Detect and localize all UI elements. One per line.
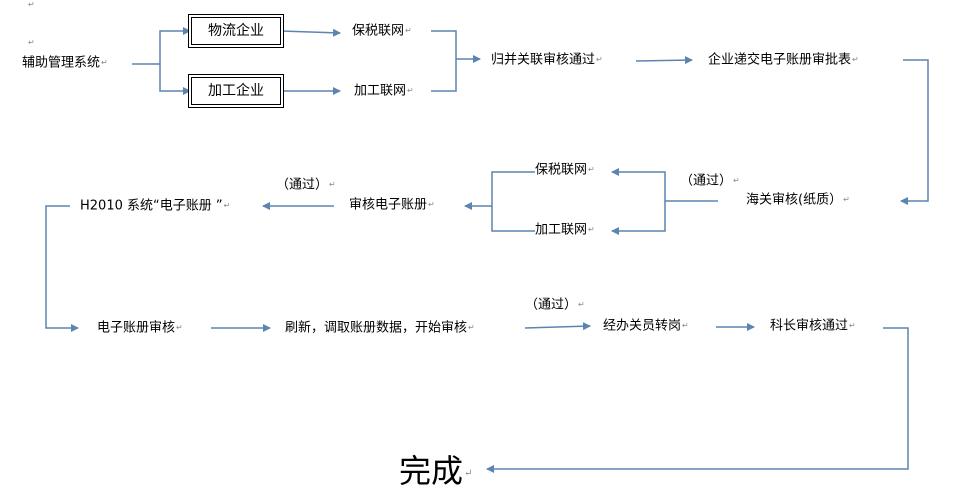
connector-customs-split-2 xyxy=(611,201,666,235)
node-aux-system: 辅助管理系统↵ xyxy=(22,54,108,73)
node-review-ebook: 审核电子账册↵ xyxy=(349,196,435,215)
return-mark: ↵ xyxy=(428,200,435,209)
node-customs-review: 海关审核(纸质）↵ xyxy=(746,191,850,210)
return-mark: ↵ xyxy=(101,58,108,67)
return-mark: ↵ xyxy=(28,0,35,9)
label-pass-2: （通过）↵ xyxy=(276,176,336,195)
return-mark: ↵ xyxy=(578,300,585,309)
node-label: 科长审核通过 xyxy=(770,318,849,334)
connector-chief-to-done xyxy=(486,327,909,473)
return-mark: ↵ xyxy=(464,467,473,479)
return-mark: ↵ xyxy=(733,176,740,185)
connector-refresh-to-officer xyxy=(524,322,591,331)
return-mark: ↵ xyxy=(682,321,689,330)
label-pass-3: （通过）↵ xyxy=(525,296,585,315)
node-done: 完成↵ xyxy=(399,453,472,492)
node-logistics-company: 物流企业 xyxy=(191,17,281,45)
return-mark: ↵ xyxy=(329,180,336,189)
node-processing-net-1: 加工联网↵ xyxy=(354,82,414,101)
return-mark: ↵ xyxy=(176,323,183,332)
node-h2010-system: H2010 系统“电子账册 ”↵ xyxy=(80,197,230,216)
node-label: 归并关联审核通过 xyxy=(491,52,596,68)
return-mark: ↵ xyxy=(468,323,475,332)
node-bonded-net-1: 保税联网↵ xyxy=(352,22,412,41)
connector-nets-merge-2 xyxy=(491,171,535,232)
label-pass-1: （通过）↵ xyxy=(680,172,740,191)
node-label: 保税联网 xyxy=(352,23,405,39)
node-label: 企业递交电子账册审批表 xyxy=(708,52,852,68)
node-label: 经办关员转岗 xyxy=(603,318,682,334)
node-refresh-data: 刷新，调取账册数据，开始审核↵ xyxy=(285,319,475,338)
return-mark: ↵ xyxy=(588,225,595,234)
node-label: （通过） xyxy=(525,297,578,313)
node-label: 加工联网 xyxy=(354,83,407,99)
return-mark: ↵ xyxy=(407,86,414,95)
node-processing-company: 加工企业 xyxy=(191,77,281,105)
return-mark: ↵ xyxy=(405,26,412,35)
node-officer-post: 经办关员转岗↵ xyxy=(603,317,689,336)
node-label: 刷新，调取账册数据，开始审核 xyxy=(285,320,468,336)
node-merge-review: 归并关联审核通过↵ xyxy=(491,51,603,70)
node-bonded-net-2: 保税联网↵ xyxy=(535,161,595,180)
connector-aux-to-companies xyxy=(132,27,191,65)
node-ebook-review: 电子账册审核↵ xyxy=(97,319,183,338)
node-label: 加工联网 xyxy=(535,222,588,238)
node-label: 电子账册审核 xyxy=(97,320,176,336)
connector-customs-split xyxy=(611,168,718,202)
return-mark: ↵ xyxy=(849,321,856,330)
return-mark: ↵ xyxy=(588,165,595,174)
connector-aux-to-processing xyxy=(159,64,191,95)
connector-form-to-customs xyxy=(900,59,929,205)
node-label: （通过） xyxy=(276,177,329,193)
node-label: 保税联网 xyxy=(535,162,588,178)
connector-h2010-to-ebookreview xyxy=(45,205,79,332)
node-chief-review: 科长审核通过↵ xyxy=(770,317,856,336)
return-mark: ↵ xyxy=(596,55,603,64)
connector-logistics-to-bonded xyxy=(280,28,341,37)
return-mark: ↵ xyxy=(843,195,850,204)
return-mark: ↵ xyxy=(852,55,859,64)
node-label: H2010 系统“电子账册 ” xyxy=(80,198,223,214)
connector-review-to-form xyxy=(635,56,693,65)
return-mark: ↵ xyxy=(28,38,35,47)
node-label: （通过） xyxy=(680,173,733,189)
node-processing-net-2: 加工联网↵ xyxy=(535,221,595,240)
return-mark: ↵ xyxy=(223,201,231,210)
node-label: 海关审核(纸质） xyxy=(746,192,843,208)
connector-nets-merge xyxy=(431,30,457,92)
node-submit-form: 企业递交电子账册审批表↵ xyxy=(708,51,859,70)
node-label: 审核电子账册 xyxy=(349,197,428,213)
node-label: 辅助管理系统 xyxy=(22,55,101,71)
node-label: 完成 xyxy=(399,452,464,490)
